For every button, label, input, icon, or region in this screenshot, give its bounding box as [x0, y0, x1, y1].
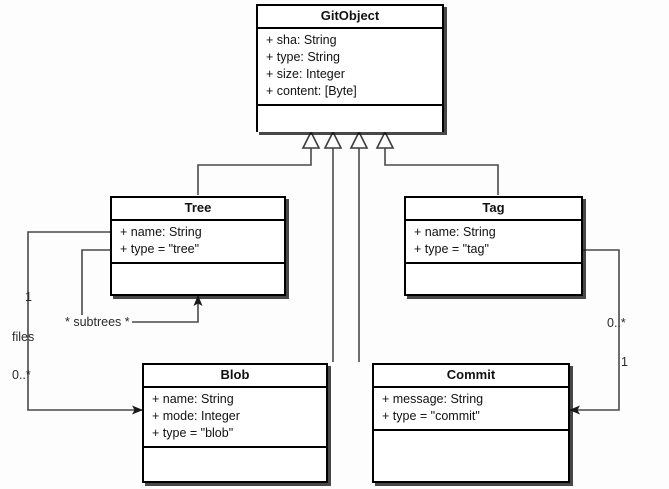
generalization-arrowheads: [301, 130, 395, 149]
hollow-triangle-blob: [323, 130, 343, 149]
multiplicity-files-target: 0..*: [12, 368, 31, 382]
class-attribute: + type = "blob": [152, 426, 234, 440]
class-attribute: + sha: String: [266, 33, 337, 47]
class-attribute: + type = "tag": [414, 242, 489, 256]
class-box-blob[interactable]: Blob + name: String + mode: Integer + ty…: [142, 363, 328, 483]
class-name-tag: Tag: [406, 198, 581, 221]
class-attribute: + name: String: [414, 225, 496, 239]
multiplicity-tag-commit-target: 1: [621, 355, 628, 369]
class-operations-gitobject: [258, 106, 442, 132]
class-operations-commit: [374, 431, 568, 481]
class-operations-tree: [112, 264, 284, 294]
class-box-gitobject[interactable]: GitObject + sha: String + type: String +…: [256, 4, 444, 132]
class-attribute: + size: Integer: [266, 67, 345, 81]
class-attribute: + type = "commit": [382, 409, 480, 423]
hollow-triangle-tag: [375, 130, 395, 149]
class-attribute: + name: String: [120, 225, 202, 239]
edge-tag-gitobject: [384, 146, 499, 195]
class-attributes-blob: + name: String + mode: Integer + type = …: [144, 388, 326, 448]
class-attribute: + type: String: [266, 50, 340, 64]
class-name-gitobject: GitObject: [258, 6, 442, 29]
association-label-subtrees: * subtrees *: [63, 315, 132, 329]
class-operations-blob: [144, 448, 326, 481]
class-attributes-tree: + name: String + type = "tree": [112, 221, 284, 264]
class-name-commit: Commit: [374, 365, 568, 388]
class-name-tree: Tree: [112, 198, 284, 221]
class-name-blob: Blob: [144, 365, 326, 388]
class-box-commit[interactable]: Commit + message: String + type = "commi…: [372, 363, 570, 483]
class-attribute: + name: String: [152, 392, 234, 406]
class-attributes-gitobject: + sha: String + type: String + size: Int…: [258, 29, 442, 106]
class-operations-tag: [406, 264, 581, 294]
association-label-files: files: [12, 330, 35, 344]
multiplicity-tag-commit-source: 0..*: [607, 316, 626, 330]
class-attribute: + message: String: [382, 392, 484, 406]
multiplicity-files-source: 1: [25, 290, 32, 304]
edge-tree-gitobject: [197, 146, 312, 195]
class-box-tree[interactable]: Tree + name: String + type = "tree": [110, 196, 286, 296]
hollow-triangle-commit: [349, 130, 369, 149]
class-attribute: + content: [Byte]: [266, 84, 357, 98]
class-attribute: + mode: Integer: [152, 409, 240, 423]
class-box-tag[interactable]: Tag + name: String + type = "tag": [404, 196, 583, 296]
class-attribute: + type = "tree": [120, 242, 200, 256]
hollow-triangle-tree: [301, 130, 321, 149]
class-attributes-commit: + message: String + type = "commit": [374, 388, 568, 431]
class-attributes-tag: + name: String + type = "tag": [406, 221, 581, 264]
